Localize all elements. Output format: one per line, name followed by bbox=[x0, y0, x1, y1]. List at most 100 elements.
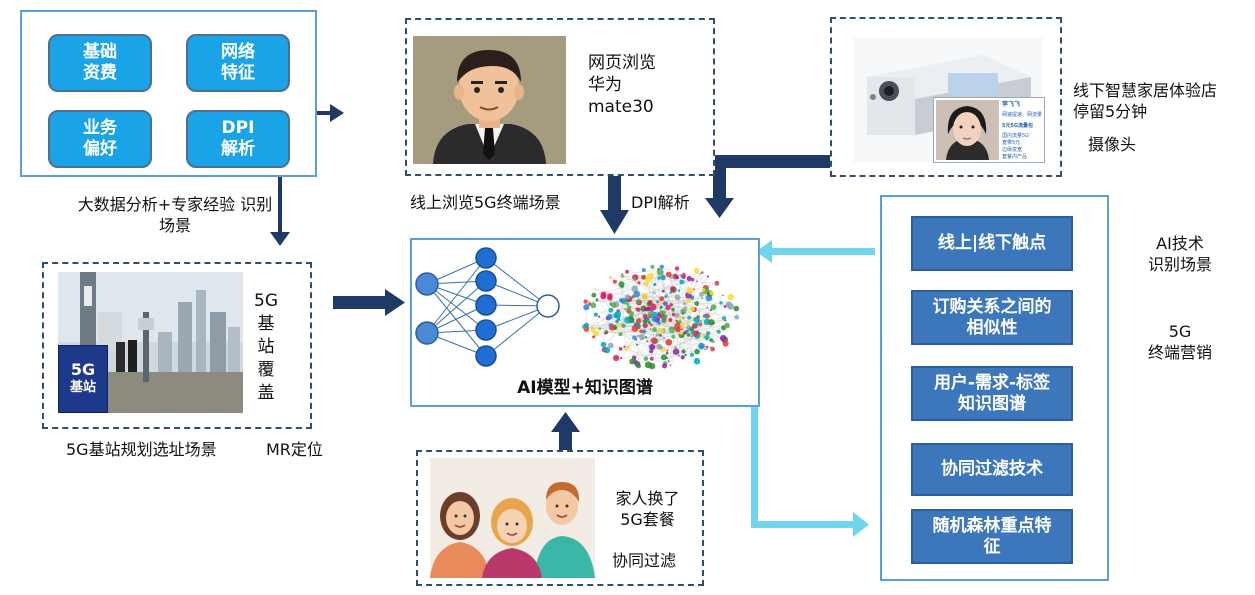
graph-node bbox=[611, 302, 617, 308]
graph-node bbox=[671, 307, 675, 312]
graph-node bbox=[714, 280, 720, 286]
graph-node bbox=[616, 316, 621, 320]
graph-node bbox=[702, 314, 707, 318]
tile-basic-tariff: 基础 资费 bbox=[48, 34, 152, 92]
sign-basestation: 基站 bbox=[69, 380, 96, 395]
family-filter-label: 协同过滤 bbox=[612, 551, 677, 570]
graph-node bbox=[659, 296, 665, 302]
graph-node bbox=[603, 346, 611, 354]
graph-node bbox=[723, 305, 727, 308]
graph-node bbox=[673, 323, 681, 330]
arrow-family-to-ai bbox=[551, 412, 580, 450]
graph-node bbox=[719, 301, 723, 305]
graph-node bbox=[618, 332, 623, 337]
graph-node bbox=[677, 289, 681, 292]
ai-core-caption: AI模型+知识图谱 bbox=[517, 378, 653, 398]
graph-node bbox=[693, 267, 700, 274]
graph-node bbox=[668, 318, 673, 322]
graph-node bbox=[604, 332, 607, 335]
graph-node bbox=[621, 273, 624, 275]
arrow-panel-to-ai bbox=[756, 240, 875, 263]
graph-node bbox=[583, 299, 588, 304]
graph-node bbox=[646, 340, 649, 343]
graph-node bbox=[643, 305, 650, 312]
graph-node bbox=[709, 309, 713, 312]
graph-node bbox=[657, 276, 661, 280]
graph-node bbox=[660, 354, 667, 361]
graph-node bbox=[686, 287, 694, 295]
graph-node bbox=[705, 345, 709, 349]
graph-node bbox=[682, 316, 685, 320]
graph-node bbox=[686, 333, 691, 337]
graph-node bbox=[698, 342, 705, 350]
graph-node bbox=[708, 319, 715, 326]
graph-node bbox=[724, 319, 727, 322]
graph-node bbox=[587, 302, 592, 306]
graph-node bbox=[647, 272, 654, 279]
graph-node bbox=[671, 334, 676, 339]
graph-node bbox=[687, 328, 690, 331]
graph-node bbox=[626, 302, 630, 306]
graph-node bbox=[642, 314, 648, 319]
graph-node bbox=[636, 335, 639, 337]
graph-node bbox=[663, 328, 666, 331]
graph-node bbox=[709, 290, 714, 296]
graph-node bbox=[665, 351, 669, 355]
graph-node bbox=[657, 321, 661, 325]
graph-node bbox=[650, 309, 654, 313]
graph-node bbox=[659, 264, 664, 269]
graph-node bbox=[653, 291, 656, 295]
graph-node bbox=[645, 336, 648, 339]
graph-node bbox=[698, 332, 701, 335]
graph-node bbox=[600, 293, 607, 300]
graph-node bbox=[641, 293, 648, 300]
graph-node bbox=[643, 281, 649, 287]
graph-node bbox=[598, 315, 601, 318]
graph-node bbox=[671, 312, 676, 317]
graph-node bbox=[590, 328, 596, 333]
graph-node bbox=[631, 285, 639, 293]
graph-node bbox=[658, 327, 664, 334]
graph-node bbox=[684, 330, 686, 333]
graph-node bbox=[691, 335, 693, 338]
graph-node bbox=[614, 326, 618, 330]
profile-line: 边缘变宽 bbox=[1002, 147, 1023, 153]
profile-card: 李飞飞 网速提速、网流量 5元5G流量包 国内流量5G 宽带5元 边缘变宽 套餐… bbox=[933, 97, 1045, 163]
graph-node bbox=[606, 313, 613, 320]
graph-node bbox=[636, 307, 641, 312]
graph-node bbox=[665, 271, 672, 278]
graph-node bbox=[619, 275, 623, 278]
graph-node bbox=[682, 312, 684, 315]
graph-node bbox=[706, 306, 709, 309]
graph-node bbox=[704, 348, 707, 351]
graph-node bbox=[680, 355, 685, 360]
step-touchpoints: 线上|线下触点 bbox=[911, 216, 1073, 271]
graph-node bbox=[709, 346, 712, 349]
graph-node bbox=[614, 311, 622, 318]
graph-node bbox=[661, 316, 665, 320]
graph-node bbox=[662, 363, 667, 369]
family-illustration bbox=[430, 458, 595, 578]
graph-node bbox=[660, 274, 666, 281]
graph-node bbox=[624, 348, 627, 351]
graph-node bbox=[685, 329, 689, 334]
graph-node bbox=[669, 291, 672, 294]
graph-node bbox=[680, 308, 687, 315]
bigdata-caption: 大数据分析+专家经验 识别 场景 bbox=[77, 195, 273, 235]
graph-node bbox=[710, 346, 715, 352]
graph-node bbox=[665, 294, 669, 297]
graph-node bbox=[670, 286, 676, 292]
graph-node bbox=[626, 345, 631, 350]
graph-node bbox=[629, 358, 636, 365]
graph-node bbox=[687, 315, 692, 320]
graph-node bbox=[615, 322, 621, 328]
graph-node bbox=[649, 349, 654, 354]
graph-node bbox=[685, 297, 692, 303]
ai-tech-label: AI技术 识别场景 bbox=[1147, 234, 1212, 274]
graph-node bbox=[684, 353, 687, 357]
step-subscription-similarity: 订购关系之间的 相似性 bbox=[911, 290, 1073, 345]
graph-node bbox=[674, 312, 680, 318]
graph-node bbox=[669, 364, 672, 367]
profile-line: 宽带5元 bbox=[1002, 140, 1021, 146]
